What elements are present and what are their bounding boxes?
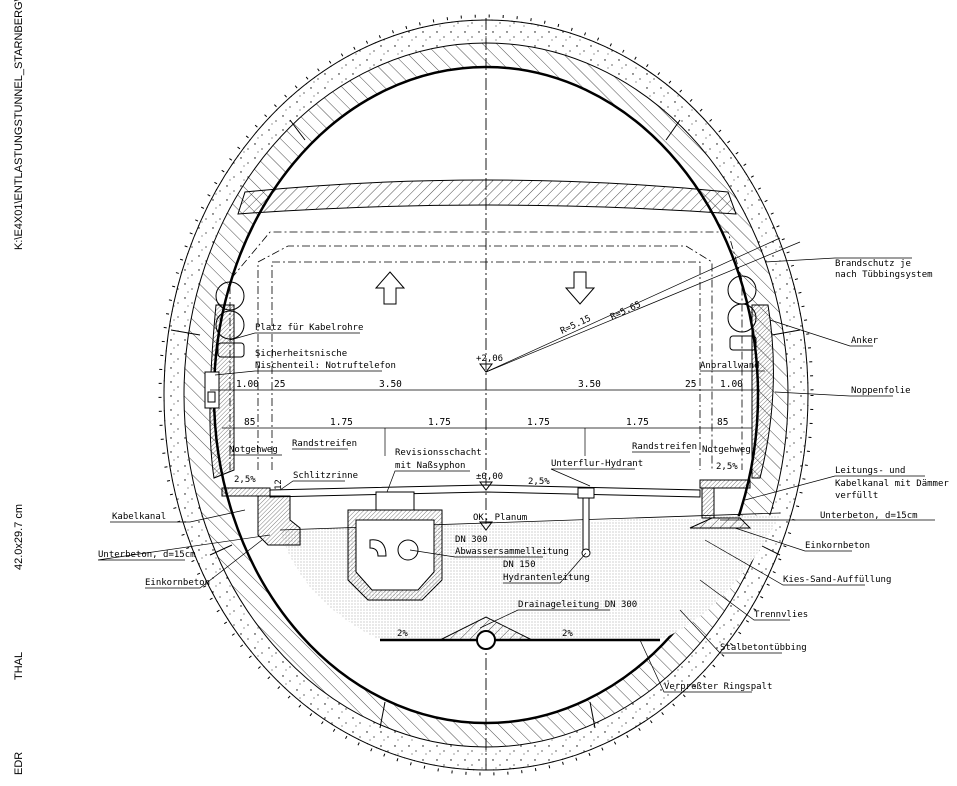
left-wall [209, 304, 235, 479]
label-manhole: Revisionsschacht [395, 448, 482, 458]
labels: +2,06 ±0,00 OK. Planum R=5.15 R=5.65 1.0… [98, 259, 949, 692]
label-sewer-dn: DN 300 [455, 535, 488, 545]
direction-down-arrow-icon [564, 271, 596, 305]
right-einkornbeton [689, 517, 752, 529]
dim-r1-4: 25 [685, 379, 696, 390]
dim-r2-5: 85 [717, 417, 728, 428]
label-hydrant-pipe-dn: DN 150 [503, 560, 536, 570]
label-fleece: Trennvlies [754, 610, 808, 620]
leader-lines [97, 257, 935, 693]
label-niche: Sicherheitsnische [255, 349, 347, 359]
label-manhole-syphon: mit Naßsyphon [395, 461, 465, 471]
dim-r2-3: 1.75 [527, 417, 550, 428]
location: THAL [13, 652, 25, 680]
dimension-lines [210, 389, 760, 456]
label-slot-gutter: Schlitzrinne [293, 471, 358, 481]
dim-r1-1: 25 [274, 379, 285, 390]
right-walkway-slab [699, 479, 751, 489]
label-walkway-right: Notgehweg [702, 445, 751, 455]
slope-left: 2,5% [234, 475, 256, 485]
label-grout: Verpreßter Ringspalt [664, 682, 772, 692]
label-sub-concrete-right: Unterbeton, d=15cm [820, 511, 918, 521]
label-cable-pipes: Platz für Kabelrohre [255, 323, 363, 333]
label-single-grain-left: Einkornbeton [145, 578, 210, 588]
dim-r2-4: 1.75 [626, 417, 649, 428]
dim-r1-2: 3.50 [379, 379, 402, 390]
label-drainage: Drainageleitung DN 300 [518, 600, 637, 610]
slope-right: 2,5% [716, 462, 738, 472]
paper-size: 42.0x29.7 cm [13, 504, 25, 570]
slope-road: 2,5% [528, 477, 550, 487]
label-sub-concrete-left: Unterbeton, d=15cm [98, 550, 196, 560]
label-gravel: Kies-Sand-Auffüllung [783, 575, 891, 585]
label-segment: Stalbetontübbing [720, 643, 807, 653]
label-walkway-left: Notgehweg [229, 445, 278, 455]
label-cable-duct: Kabelkanal [112, 512, 166, 522]
label-fire-protection: Brandschutz je [835, 259, 911, 269]
label-edge-strip-left: Randstreifen [292, 439, 357, 449]
dim-r2-1: 1.75 [330, 417, 353, 428]
slope-invert-left: 2% [397, 629, 408, 639]
drainage-pipe [476, 630, 496, 650]
ceiling-slab [237, 179, 737, 215]
title-margin: K:\E4X01\ENTLASTUNGSTUNNEL_STARNBERG\RQ … [13, 0, 25, 775]
label-fire-protection-2: nach Tübbingsystem [835, 270, 933, 280]
label-hydrant: Unterflur-Hydrant [551, 459, 643, 469]
left-walkway-slab [221, 487, 271, 497]
level-planum: OK. Planum [473, 513, 527, 523]
file-path: K:\E4X01\ENTLASTUNGSTUNNEL_STARNBERG\RQ [13, 0, 25, 250]
right-cable-duct [701, 487, 715, 519]
dim-r1-0: 1.00 [236, 379, 259, 390]
label-duct-3: verfüllt [835, 491, 878, 501]
dim-r1-3: 3.50 [578, 379, 601, 390]
label-membrane: Noppenfolie [851, 386, 911, 396]
slope-invert-right: 2% [562, 629, 573, 639]
direction-up-arrow-icon [374, 271, 406, 305]
label-hydrant-pipe: Hydrantenleitung [503, 573, 590, 583]
author: EDR [13, 752, 25, 775]
dim-r2-0: 85 [244, 417, 255, 428]
label-gutter-dim: 12 [274, 479, 284, 490]
label-sewer: Abwassersammelleitung [455, 547, 569, 557]
dim-r1-5: 1.00 [720, 379, 743, 390]
label-anchor: Anker [851, 336, 879, 346]
dim-r2-2: 1.75 [428, 417, 451, 428]
label-niche-phone: Nischenteil: Notruftelefon [255, 361, 396, 371]
label-duct-1: Leitungs- und [835, 466, 905, 476]
anprallwand [751, 304, 774, 479]
level-markers [479, 363, 493, 531]
label-duct-2: Kabelkanal mit Dämmer [835, 479, 949, 489]
level-zero: ±0,00 [476, 472, 503, 482]
label-single-grain-right: Einkornbeton [805, 541, 870, 551]
label-barrier: Anprallwand [700, 361, 760, 371]
label-edge-strip-right: Randstreifen [632, 442, 697, 452]
manhole [347, 491, 443, 601]
level-top: +2,06 [476, 354, 503, 364]
